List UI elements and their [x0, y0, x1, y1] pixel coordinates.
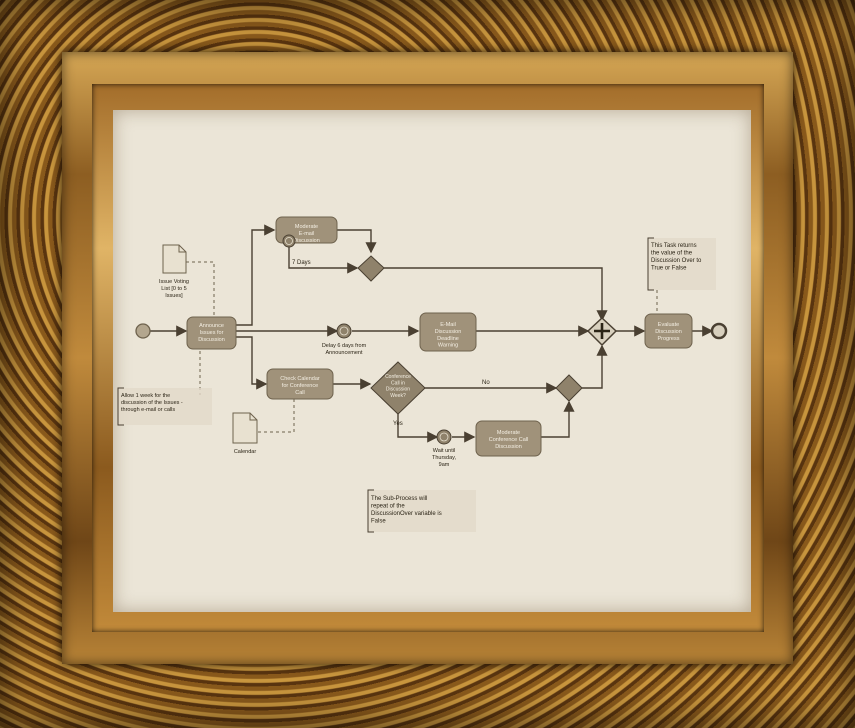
gateway-email-exclusive[interactable] — [357, 255, 385, 282]
end-event[interactable] — [710, 322, 728, 340]
data-object-calendar[interactable]: Calendar — [232, 412, 258, 455]
calendar-label: Calendar — [234, 449, 256, 455]
assoc-calendar — [258, 398, 295, 433]
timer-event-delay[interactable] — [336, 323, 352, 339]
flow-timer-gateway — [288, 244, 359, 274]
sequence-flows — [150, 224, 714, 443]
associations — [186, 261, 658, 433]
flow-gateway-yes — [397, 410, 439, 443]
start-event[interactable] — [135, 323, 151, 339]
flow-merge-parallel — [582, 344, 608, 389]
timer-event-wait[interactable] — [436, 429, 452, 445]
plus-icon — [594, 323, 610, 339]
flow-conference-merge — [541, 400, 575, 438]
gateway-parallel[interactable] — [586, 316, 618, 347]
flow-announce-email — [236, 224, 276, 326]
flow-gateway-parallel — [384, 267, 608, 322]
gateway-merge[interactable] — [555, 374, 583, 402]
flow-email-gateway — [337, 229, 377, 254]
flow-announce-calendar — [236, 336, 268, 390]
timer-event-email[interactable] — [282, 234, 296, 248]
label-no: No — [482, 380, 490, 386]
label-yes: Yes — [393, 421, 403, 427]
label-seven-days: 7 Days — [292, 260, 311, 266]
assoc-issue-list — [186, 261, 215, 318]
